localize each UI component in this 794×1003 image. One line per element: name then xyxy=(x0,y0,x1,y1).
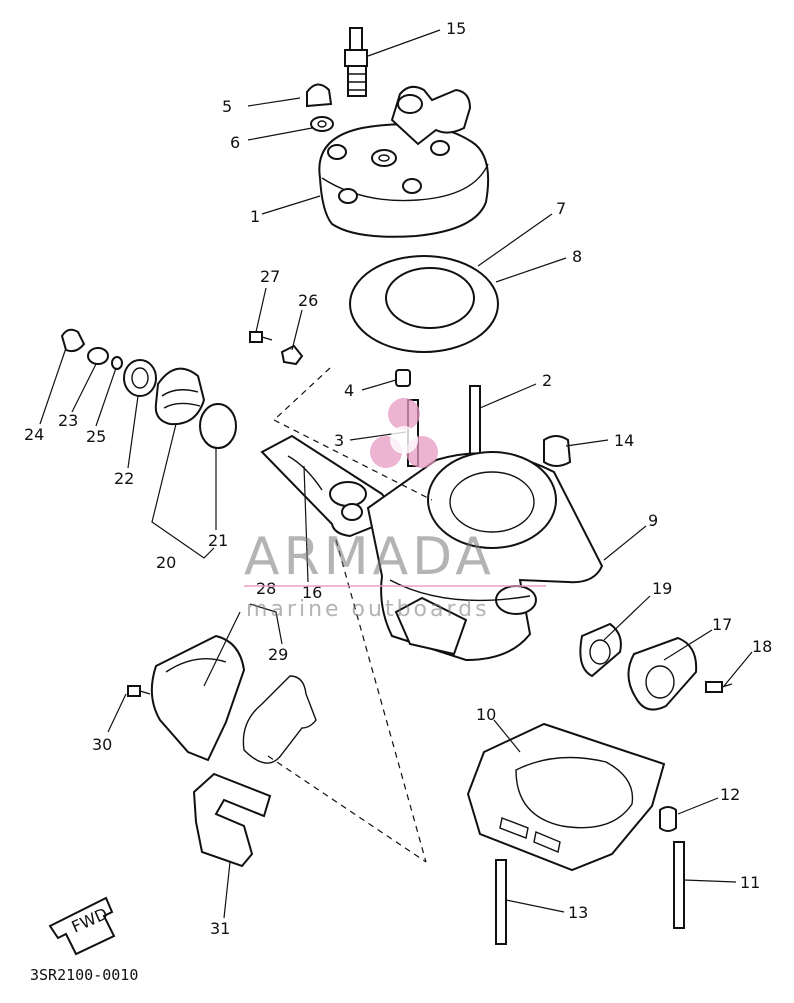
callout-15: 15 xyxy=(446,19,466,38)
part-cylinder-9 xyxy=(366,451,604,662)
callout-31: 31 xyxy=(210,919,230,938)
part-bearing-22 xyxy=(123,359,157,397)
part-bolt-18 xyxy=(705,681,733,693)
part-cap-nut xyxy=(306,83,333,108)
part-cover-17 xyxy=(627,636,698,711)
callout-labels: 1 2 3 4 5 6 7 8 9 10 11 12 13 14 15 16 1… xyxy=(24,19,772,938)
drawing-code: 3SR2100-0010 xyxy=(30,966,138,984)
callout-17: 17 xyxy=(712,615,732,634)
callout-27: 27 xyxy=(260,267,280,286)
part-bolt-30 xyxy=(127,685,151,697)
fwd-arrow-icon: FWD xyxy=(48,896,116,956)
callout-16: 16 xyxy=(302,583,322,602)
watermark-brand: ARMADA xyxy=(244,527,495,587)
part-gasket-29 xyxy=(242,675,317,764)
part-stud-2 xyxy=(469,385,481,459)
part-head-gasket xyxy=(349,255,499,353)
callout-6: 6 xyxy=(230,133,240,152)
part-bellows-20 xyxy=(154,367,206,426)
callout-4: 4 xyxy=(344,381,354,400)
callout-20: 20 xyxy=(156,553,176,572)
part-collar-23 xyxy=(87,347,109,365)
callout-5: 5 xyxy=(222,97,232,116)
callout-26: 26 xyxy=(298,291,318,310)
callout-1: 1 xyxy=(250,207,260,226)
callout-9: 9 xyxy=(648,511,658,530)
callout-7: 7 xyxy=(556,199,566,218)
part-stud-11 xyxy=(673,841,685,929)
part-bush-14 xyxy=(543,435,572,467)
callout-18: 18 xyxy=(752,637,772,656)
part-stud-13 xyxy=(495,859,507,945)
part-washer xyxy=(310,116,334,132)
callout-12: 12 xyxy=(720,785,740,804)
callout-10: 10 xyxy=(476,705,496,724)
part-clamp-26 xyxy=(280,344,304,366)
part-power-valve-16 xyxy=(260,434,389,538)
callout-2: 2 xyxy=(542,371,552,390)
callout-21: 21 xyxy=(208,531,228,550)
callout-29: 29 xyxy=(268,645,288,664)
part-base-gasket-10 xyxy=(466,722,666,872)
callout-19: 19 xyxy=(652,579,672,598)
callout-30: 30 xyxy=(92,735,112,754)
callout-23: 23 xyxy=(58,411,78,430)
callout-11: 11 xyxy=(740,873,760,892)
watermark: ARMADA marine outboards xyxy=(244,398,546,622)
callout-25: 25 xyxy=(86,427,106,446)
part-housing-28 xyxy=(150,634,246,762)
part-cylinder-head xyxy=(318,85,490,238)
part-bracket-31 xyxy=(192,772,272,868)
callout-13: 13 xyxy=(568,903,588,922)
leader-lines xyxy=(39,29,753,919)
watermark-tagline: marine outboards xyxy=(246,597,490,622)
callout-24: 24 xyxy=(24,425,44,444)
part-cap-24 xyxy=(60,328,86,353)
part-screw-27 xyxy=(249,331,273,343)
callout-8: 8 xyxy=(572,247,582,266)
part-ring-25 xyxy=(111,356,123,370)
part-spark-plug xyxy=(344,27,368,97)
callout-28: 28 xyxy=(256,579,276,598)
part-o-ring-21 xyxy=(199,403,237,449)
callout-14: 14 xyxy=(614,431,634,450)
callout-22: 22 xyxy=(114,469,134,488)
part-dowel-12 xyxy=(659,806,677,832)
callout-3: 3 xyxy=(334,431,344,450)
armada-logo-icon xyxy=(370,398,438,468)
part-dowel-4 xyxy=(395,369,411,387)
part-gasket-19 xyxy=(579,622,622,678)
